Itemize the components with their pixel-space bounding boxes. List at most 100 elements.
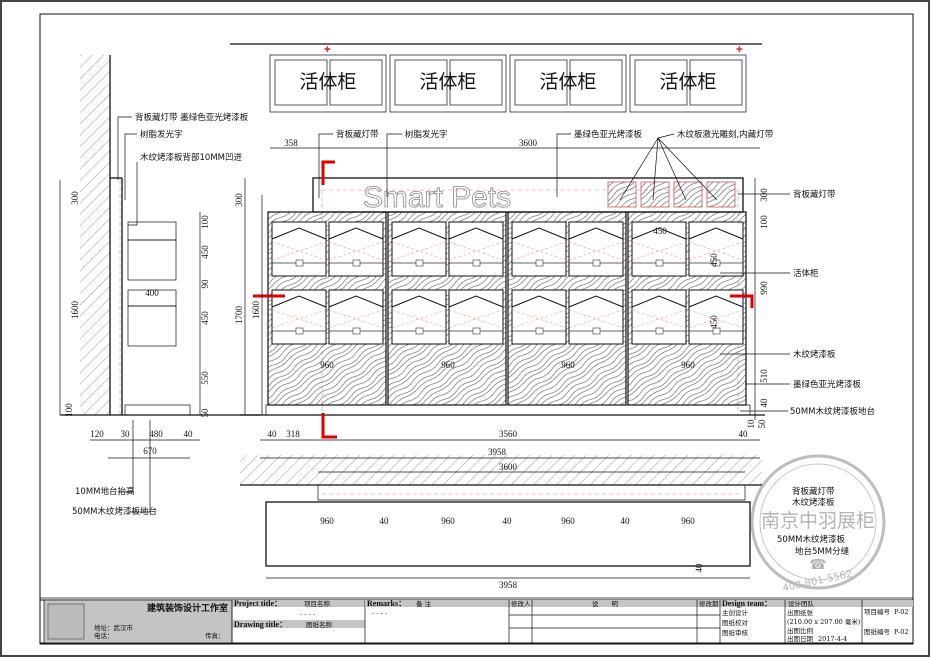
pet-enclosure xyxy=(391,289,447,345)
sign-text: Smart Pets xyxy=(363,181,511,214)
dim: 10 xyxy=(746,419,756,429)
design-team-label: Design team： xyxy=(722,599,772,608)
main-elevation: Smart Pets xyxy=(240,160,765,439)
dim: 960 xyxy=(681,360,695,370)
dim: 450 xyxy=(709,315,719,329)
pet-enclosure xyxy=(511,289,567,345)
dim: 40 xyxy=(759,398,769,408)
pet-enclosure xyxy=(688,289,744,345)
phone-icon: ☎ xyxy=(809,557,826,573)
pet-enclosure xyxy=(631,221,687,277)
dim: 960 xyxy=(561,360,575,370)
paper-value: (210.00 x 297.00 毫米) xyxy=(787,617,861,626)
cabinet-module xyxy=(627,211,747,406)
dim: 990 xyxy=(759,281,769,295)
dim: 318 xyxy=(286,429,300,439)
annotation: 木纹烤漆板 xyxy=(792,497,835,508)
date-value: 2017-4-4 xyxy=(818,635,847,643)
dim: 30 xyxy=(121,429,131,439)
top-cabinet: 活体柜 xyxy=(509,54,627,113)
cabinet-module xyxy=(267,211,387,406)
dim: 3958 xyxy=(488,447,507,457)
cabinet-label: 活体柜 xyxy=(299,71,356,93)
dim: 300 xyxy=(70,191,80,205)
dim: 450 xyxy=(200,245,210,259)
remarks-label: Remarks： xyxy=(367,599,406,608)
dim: 450 xyxy=(653,226,667,236)
dimension-texts: 358 3600 300 1600 100 120 30 480 40 670 … xyxy=(64,138,769,590)
annotation: 木纹板激光雕刻,内藏灯带 xyxy=(677,129,774,140)
dim: 960 xyxy=(320,516,334,526)
dim: 450 xyxy=(200,311,210,325)
project-no: P-02 xyxy=(894,608,909,616)
company-name: 建筑装饰设计工作室 xyxy=(147,602,228,614)
top-cabinets: 活体柜 活体柜 活体柜 活体柜 ✚ ✚ xyxy=(230,43,762,113)
annotation: 背板藏灯带 xyxy=(336,129,379,140)
dim: 480 xyxy=(149,429,163,439)
dim: 3958 xyxy=(499,580,518,590)
dim: 50 xyxy=(757,419,767,429)
dim: 40 xyxy=(184,429,194,439)
annotation: 木纹烤漆板 xyxy=(793,349,836,360)
laser-engraved-panels xyxy=(607,181,736,208)
annotation: 50MM木纹烤漆板 xyxy=(777,534,845,545)
dim: 358 xyxy=(284,138,298,148)
annotation: 墨绿色亚光烤漆板 xyxy=(793,379,862,390)
dim: 450 xyxy=(709,253,719,267)
dim: 960 xyxy=(561,516,575,526)
design-team-cn: 设计团队 xyxy=(788,599,815,608)
dim: 100 xyxy=(200,215,210,229)
dim: 1600 xyxy=(70,301,80,320)
annotation: 活体柜 xyxy=(793,268,819,279)
dim: 960 xyxy=(441,360,455,370)
pet-enclosure xyxy=(568,289,624,345)
pet-enclosure xyxy=(568,221,624,277)
address-label: 地址：武汉市 xyxy=(94,623,134,632)
dim: 550 xyxy=(200,371,210,385)
top-cabinet: 活体柜 xyxy=(269,54,387,113)
pet-enclosure xyxy=(391,221,447,277)
pet-enclosure xyxy=(271,289,327,345)
dim: 960 xyxy=(441,516,455,526)
cabinet-label: 活体柜 xyxy=(539,71,596,93)
pet-enclosure xyxy=(271,221,327,277)
side-section xyxy=(60,55,260,416)
dim: 960 xyxy=(320,360,334,370)
dim: 1600 xyxy=(251,301,261,320)
dimension-lines xyxy=(59,147,760,513)
hanger-mark-icon: ✚ xyxy=(736,45,743,54)
plan-view xyxy=(240,455,762,579)
cabinet-label: 活体柜 xyxy=(419,71,476,93)
role: 图纸审核 xyxy=(722,628,749,637)
pet-enclosure xyxy=(448,221,504,277)
dim: 40 xyxy=(268,429,278,439)
project-title-label: Project title： xyxy=(234,599,282,608)
top-cabinet: 活体柜 xyxy=(629,54,747,113)
annotation: 背板藏灯带 xyxy=(793,189,836,200)
drawing-title-label: Drawing title： xyxy=(234,620,287,629)
dim: 400 xyxy=(145,288,159,298)
phone-label: 电话： xyxy=(94,631,114,640)
title-block: 建筑装饰设计工作室 地址：武汉市 电话： 传真： Project title： … xyxy=(39,597,914,644)
cabinet-module xyxy=(387,211,507,406)
annotation: 背板藏灯带 墨绿色亚光烤漆板 xyxy=(135,112,249,123)
dim: 40 xyxy=(621,516,631,526)
cabinet-label: 活体柜 xyxy=(659,71,716,93)
watermark-name: 南京中羽展柜 xyxy=(761,510,875,532)
dim: 120 xyxy=(90,429,104,439)
annotation: 50MM木纹烤漆板地台 xyxy=(72,506,157,517)
annotation: 木纹烤漆板背部10MM凹进 xyxy=(140,152,242,163)
drawing-no: P-02 xyxy=(894,628,909,636)
drawing-title-cn: 图纸名称 xyxy=(306,620,333,629)
modifier-header: 修改人 xyxy=(511,599,531,608)
dim: 670 xyxy=(143,446,157,456)
annotation: 树脂发光字 xyxy=(140,129,183,140)
annotation: 地台5MM分缝 xyxy=(795,546,850,557)
dim: 1700 xyxy=(234,306,244,325)
role: 图纸校对 xyxy=(722,618,749,627)
dim: 50 xyxy=(200,408,210,418)
dim: 40 xyxy=(739,429,749,439)
cabinet-module xyxy=(507,211,627,406)
date-label: 出图日期 xyxy=(787,634,814,643)
